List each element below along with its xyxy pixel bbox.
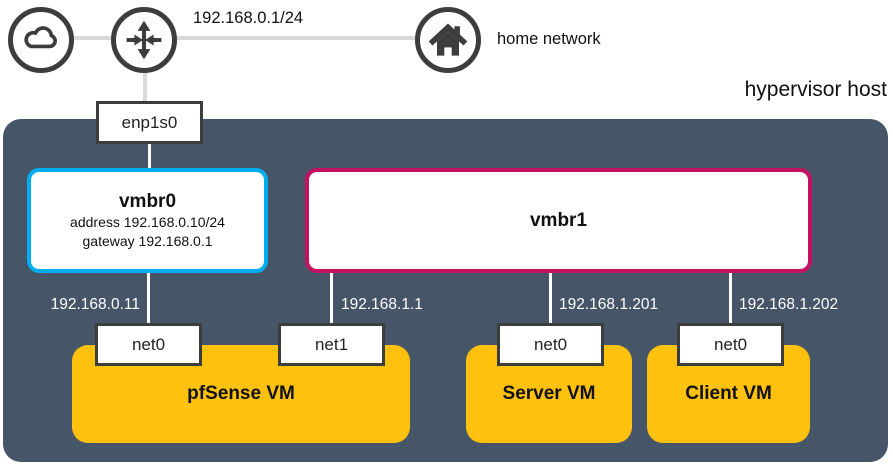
home-icon [428,23,468,56]
pfsense-net1-box: net1 [278,323,385,366]
vmbr0-address: address 192.168.0.10/24 [70,214,225,231]
vm-pfsense-label: pfSense VM [187,383,295,404]
server-net0-ip-label: 192.168.1.201 [559,296,659,313]
cloud-icon [24,26,57,49]
pfsense-net1-ip-label: 192.168.1.1 [341,296,423,313]
bridge-vmbr1: vmbr1 [305,168,812,273]
client-net0-box: net0 [677,323,784,366]
pfsense-net0-label: net0 [131,334,166,354]
router-icon [126,20,162,60]
home-node [415,7,481,73]
client-net0-label: net0 [713,334,748,354]
vmbr1-title: vmbr1 [529,209,588,231]
pfsense-net1-label: net1 [314,334,349,354]
internet-node [8,7,74,73]
router-to-nic-line [143,70,147,101]
pfsense-net0-box: net0 [95,323,202,366]
home-network-label: home network [497,30,601,48]
vmbr1-to-pfsense-net1-line [330,272,333,324]
nic-to-vmbr0-line [148,144,151,170]
pfsense-net0-ip-label: 192.168.0.11 [50,296,140,313]
vmbr1-to-server-net0-line [549,272,552,324]
wan-subnet-label: 192.168.0.1/24 [193,9,304,27]
vm-client-label: Client VM [685,383,772,404]
vmbr0-to-pfsense-net0-line [147,272,150,324]
hypervisor-host-label: hypervisor host [744,78,887,101]
vm-server-label: Server VM [502,383,596,404]
router-node [111,7,177,73]
server-net0-box: net0 [497,323,604,366]
bridge-vmbr0: vmbr0 address 192.168.0.10/24 gateway 19… [27,168,268,273]
server-net0-label: net0 [533,334,568,354]
vmbr1-to-client-net0-line [729,272,732,324]
nic-box-enp1s0: enp1s0 [96,101,203,144]
nic-enp1s0-label: enp1s0 [121,112,178,132]
client-net0-ip-label: 192.168.1.202 [739,296,839,313]
vmbr0-gateway: gateway 192.168.0.1 [82,232,213,249]
wan-link-line [41,36,448,40]
vmbr0-title: vmbr0 [118,191,177,213]
